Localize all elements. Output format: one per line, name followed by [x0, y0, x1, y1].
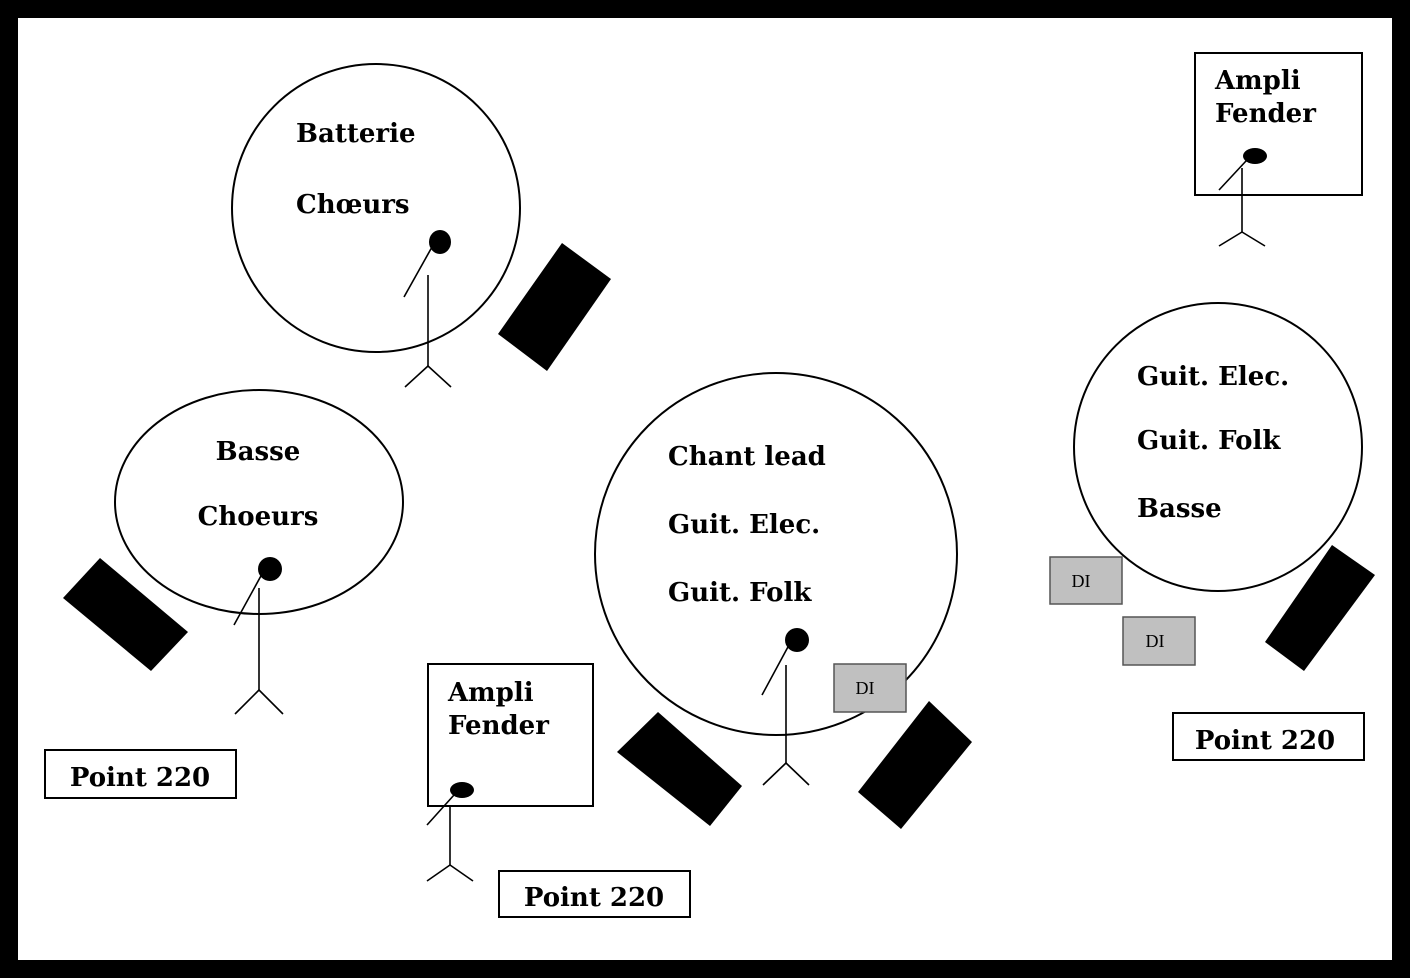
di-box-right-2: DI [1122, 616, 1196, 666]
drums-zone: Batterie Chœurs [231, 63, 521, 353]
power-point-right-label: Point 220 [1195, 726, 1335, 756]
amp-right-box: Ampli Fender [1194, 52, 1363, 196]
amp-center-mic-stand-icon [426, 782, 474, 882]
lead-zone-label-1: Chant lead [668, 442, 826, 472]
drums-zone-circle [231, 63, 521, 353]
right-monitor-wedge [1265, 545, 1375, 671]
power-point-right: Point 220 [1172, 712, 1365, 761]
drums-zone-label-1: Batterie [296, 119, 416, 149]
bass-mic-stand-icon [233, 557, 284, 715]
amp-right-label-1: Ampli [1214, 66, 1301, 96]
di-box-right-2-label: DI [1146, 631, 1165, 651]
power-point-center: Point 220 [498, 870, 691, 918]
di-box-right-1: DI [1049, 556, 1123, 605]
bass-zone-label-1: Basse [216, 437, 301, 467]
lead-zone-circle [594, 372, 958, 736]
drums-mic-stand-icon [403, 230, 452, 388]
di-box-lead: DI [833, 663, 907, 713]
right-zone-label-3: Basse [1137, 494, 1222, 524]
lead-zone: Chant lead Guit. Elec. Guit. Folk [594, 372, 958, 736]
power-point-center-label: Point 220 [524, 883, 664, 913]
amp-center-label-2: Fender [448, 711, 549, 741]
amp-right-mic-stand-icon [1218, 148, 1267, 247]
di-box-lead-label: DI [856, 678, 875, 698]
bass-zone-label-2: Choeurs [198, 502, 319, 532]
drums-monitor-wedge [498, 243, 611, 371]
bass-zone: Basse Choeurs [114, 389, 404, 615]
drums-zone-label-2: Chœurs [296, 190, 410, 220]
right-zone-label-2: Guit. Folk [1137, 426, 1281, 456]
right-zone-label-1: Guit. Elec. [1137, 362, 1289, 392]
power-point-left-label: Point 220 [70, 763, 210, 793]
right-zone-circle [1073, 302, 1363, 592]
power-point-left: Point 220 [44, 749, 237, 799]
lead-mic-stand-icon [761, 628, 810, 786]
amp-center-box: Ampli Fender [427, 663, 594, 807]
right-zone: Guit. Elec. Guit. Folk Basse [1073, 302, 1363, 592]
lead-zone-label-2: Guit. Elec. [668, 510, 820, 540]
amp-right-label-2: Fender [1215, 99, 1316, 129]
amp-center-label-1: Ampli [447, 678, 534, 708]
lead-monitor-wedge-right [858, 701, 972, 829]
di-box-right-1-label: DI [1072, 571, 1091, 591]
lead-zone-label-3: Guit. Folk [668, 578, 812, 608]
lead-monitor-wedge-left [617, 712, 742, 826]
bass-monitor-wedge [63, 558, 188, 671]
